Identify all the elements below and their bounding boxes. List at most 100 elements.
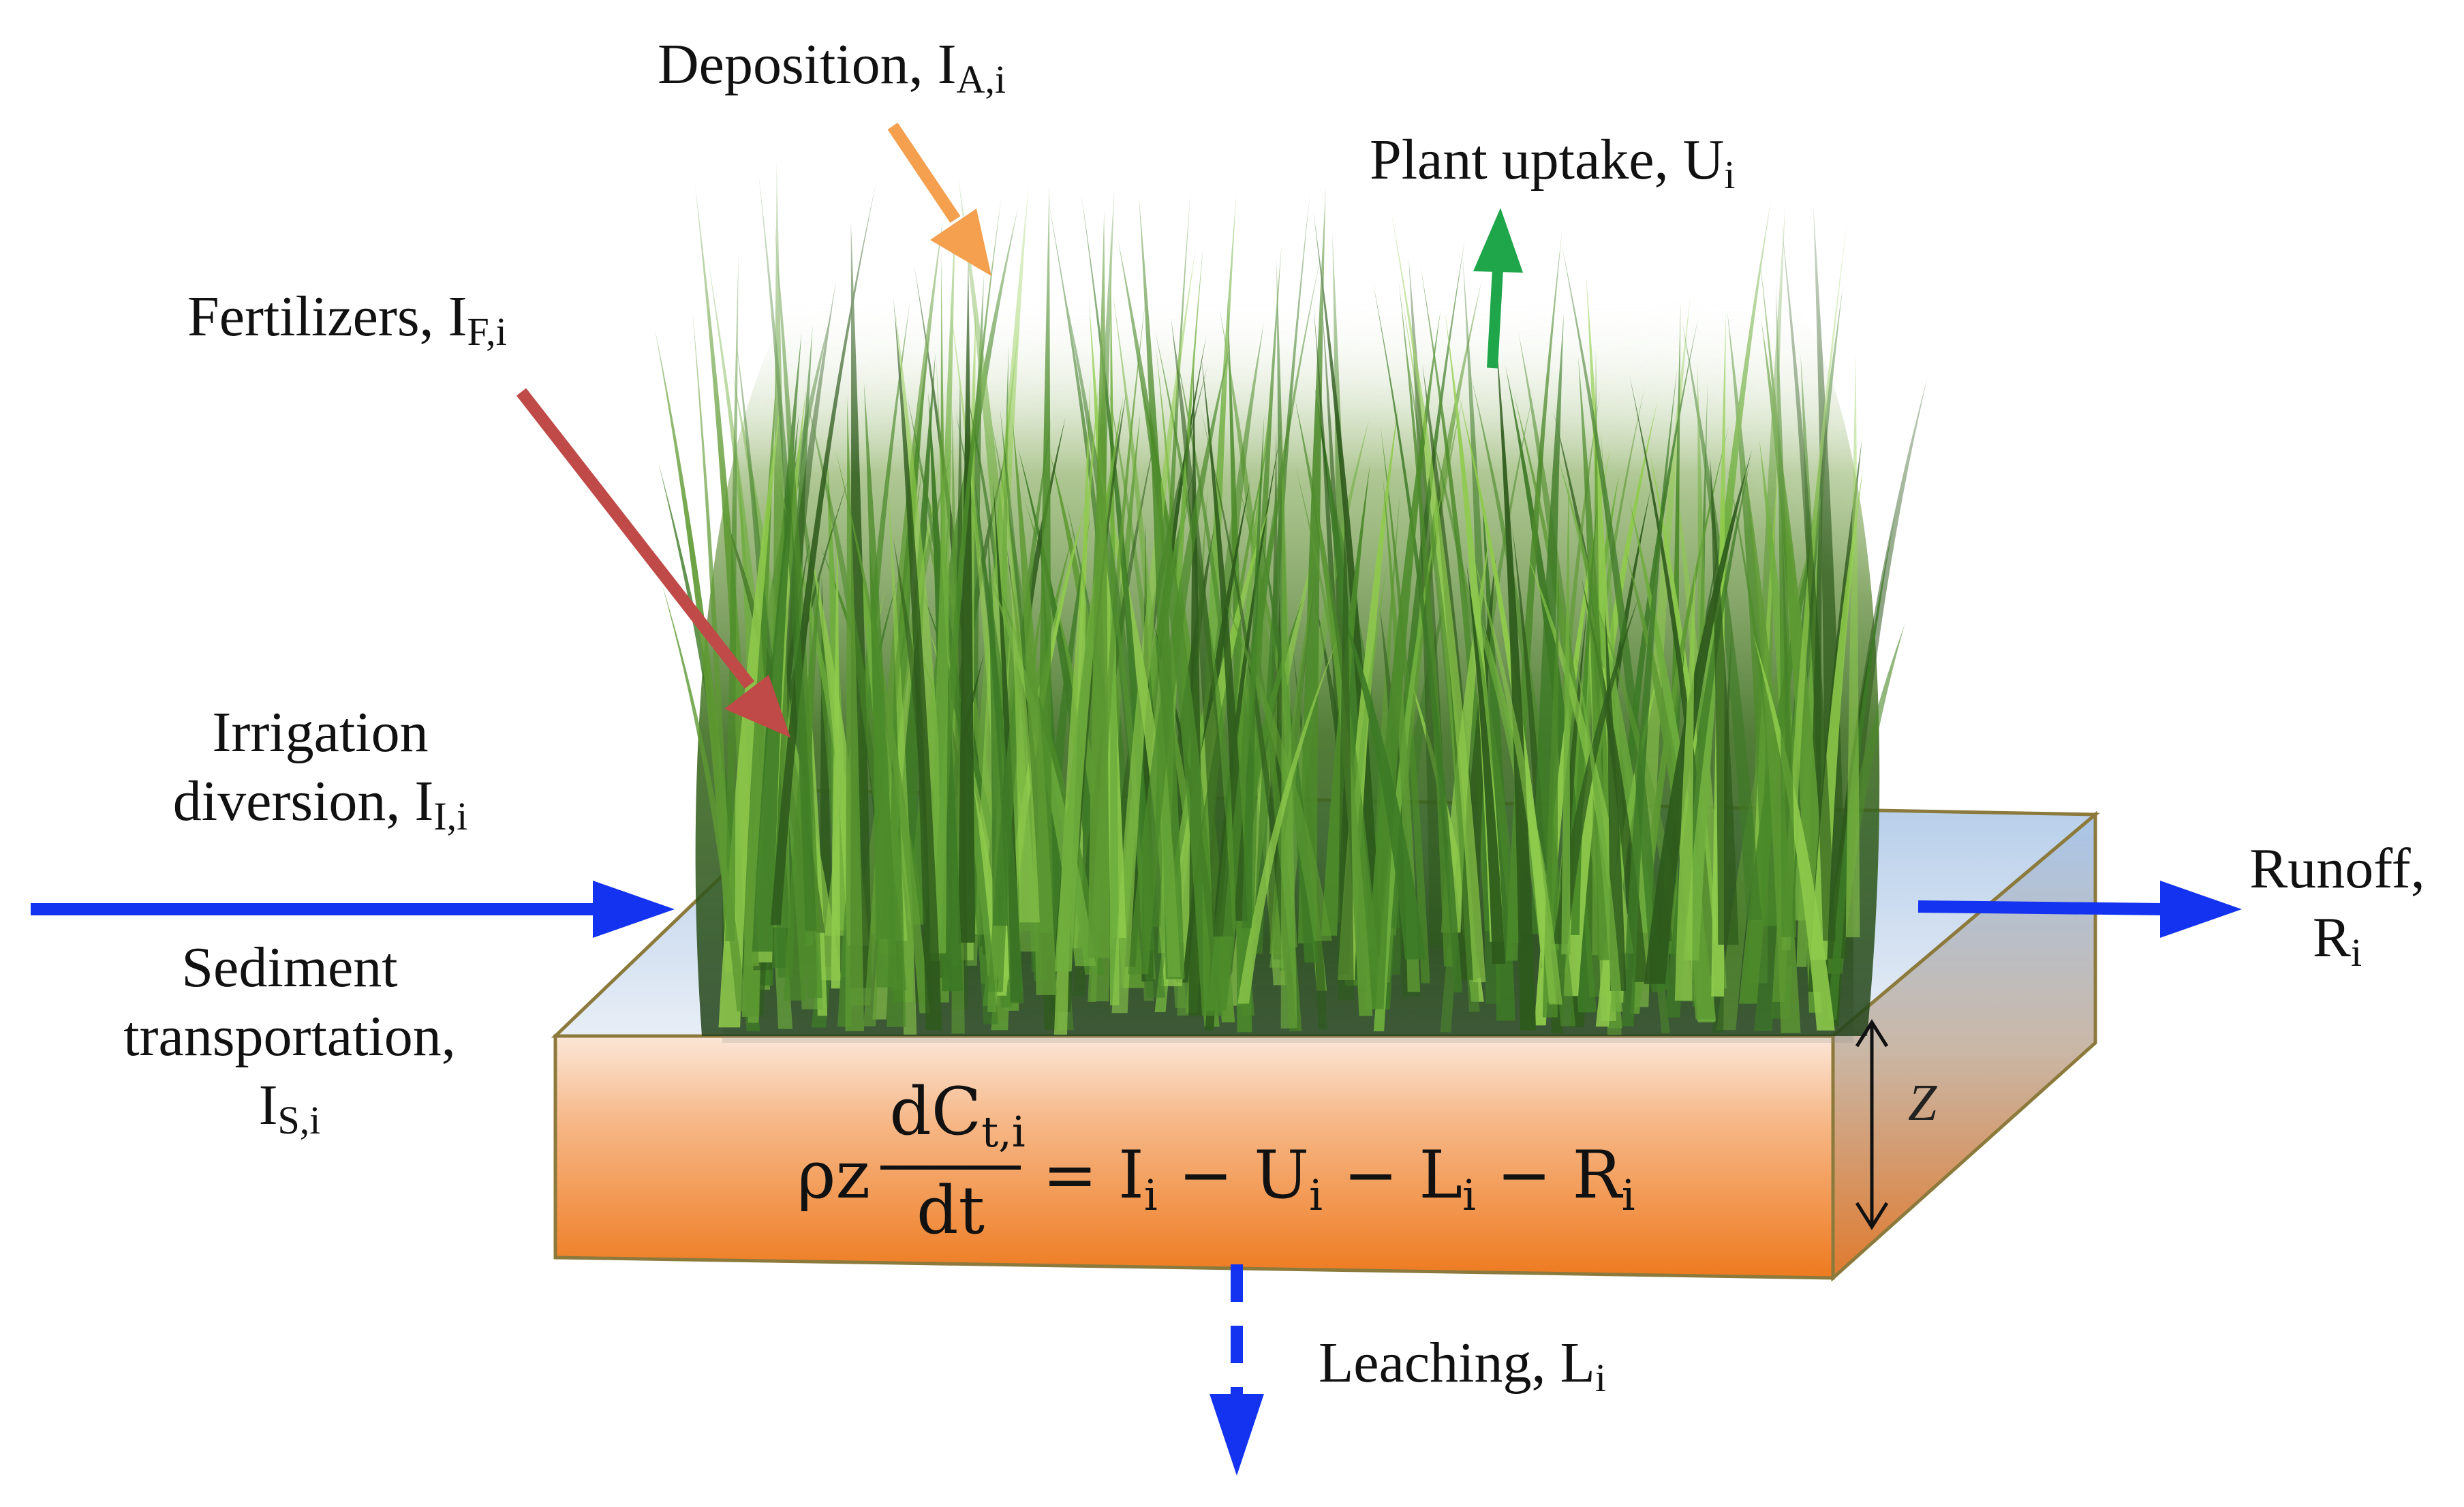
runoff-label-line1: Runoff, [2249, 837, 2425, 900]
grass-blade [1682, 199, 1772, 961]
grass-blade [1338, 598, 1426, 960]
depth-label: Z [1908, 1074, 1937, 1131]
grass-blade [1457, 388, 1556, 1003]
grass-blade [1776, 286, 1797, 937]
grass-blade [1063, 286, 1165, 998]
grass-blade [1644, 449, 1753, 984]
grass-blades [654, 162, 1928, 1035]
grass-blade [1674, 561, 1696, 1001]
grass-blade [1017, 446, 1107, 934]
grass-blade [1813, 206, 1848, 959]
grass-blade [1280, 423, 1297, 1029]
grass-blade [1295, 397, 1380, 976]
grass-blade [1727, 310, 1781, 926]
leaching-label: Leaching, Li [1319, 1331, 1606, 1400]
grass-blade [1373, 465, 1447, 1032]
grass-blade [1269, 418, 1370, 968]
fertilizers-label: Fertilizers, IF,i [187, 285, 507, 354]
grass-blade [1013, 422, 1057, 995]
fertilizer-arrow [516, 388, 790, 737]
grass-blade [957, 255, 975, 943]
grass-blade [907, 396, 998, 1024]
grass-blade [1088, 211, 1110, 958]
irrigation-inflow-arrow [31, 881, 675, 938]
irrigation-label: Irrigation diversion, II,i [109, 699, 532, 836]
grass-blade [1562, 401, 1658, 996]
equation-lhs: ρz [797, 1137, 871, 1213]
grass-blade [1007, 507, 1040, 923]
leaching-arrow [1210, 1264, 1264, 1476]
equation-denominator: dt [916, 1172, 985, 1249]
grass-blade [1201, 356, 1248, 921]
rhs-term-1: = Ii [1043, 1137, 1158, 1220]
grass-blade [1470, 549, 1562, 1005]
grass-blade [1716, 519, 1818, 1031]
sediment-label-line2: transportation, [123, 1004, 456, 1068]
grass-blade [736, 339, 793, 978]
grass-blade [1466, 563, 1506, 964]
grass-blade [973, 473, 1024, 1004]
grass-blade [1171, 318, 1233, 937]
rice-plants [654, 162, 1928, 1043]
grass-blade [661, 583, 747, 1012]
grass-blade [1781, 216, 1848, 951]
rhs-term-2: − Ui [1157, 1137, 1323, 1220]
grass-blade [930, 197, 1002, 961]
grass-blade [654, 328, 739, 944]
deposition-label: Deposition, IA,i [658, 33, 1006, 102]
grass-blade [725, 251, 739, 941]
runoff-label: Runoff, Ri [2221, 835, 2453, 973]
grass-blade [1710, 457, 1739, 945]
equation-rhs: = Ii − Ui − Li − Ri [1043, 1137, 1635, 1220]
sediment-label-line3: IS,i [258, 1073, 321, 1142]
irrigation-label-line1: Irrigation [212, 701, 429, 764]
grass-blade [1828, 511, 1896, 1020]
grass-blade [1364, 309, 1441, 1009]
grass-blade [752, 413, 799, 952]
grass-blade [1252, 192, 1310, 954]
sediment-label: Sediment transportation, IS,i [68, 934, 511, 1140]
grass-blade [1781, 224, 1836, 941]
grass-blade [1219, 256, 1321, 979]
grass-blade [1558, 459, 1656, 933]
plant-uptake-arrow [1473, 208, 1523, 369]
grass-blade [1128, 341, 1231, 975]
grass-blade [758, 170, 817, 931]
grass-blade [845, 396, 865, 1031]
grass-blade [1155, 330, 1255, 1016]
grass-blade [1845, 353, 1860, 938]
grass-blade [929, 209, 956, 954]
grass-blade [1160, 498, 1272, 986]
deposition-arrow [887, 122, 991, 276]
grass-blade [1112, 292, 1181, 977]
runoff-outflow-arrow [1918, 881, 2242, 938]
sediment-label-line1: Sediment [181, 936, 398, 999]
grass-blade [1761, 320, 1829, 949]
grass-blade [996, 485, 1092, 996]
grass-blade [1495, 331, 1537, 1031]
plant-uptake-label: Plant uptake, Ui [1370, 128, 1736, 197]
grass-blade [1054, 396, 1124, 972]
grass-blade [1391, 210, 1486, 983]
depth-arrow [1855, 1019, 1889, 1230]
grass-blade [1223, 598, 1333, 941]
grass-blade [1139, 196, 1185, 979]
grass-blade [1622, 367, 1678, 1026]
grass-blade [1111, 247, 1197, 1014]
grass-blade [1237, 637, 1338, 1004]
grass-blade [1118, 239, 1224, 1016]
irrigation-label-line2: diversion, II,i [172, 769, 468, 838]
grass-blade [1421, 396, 1522, 943]
grass-blade [770, 181, 877, 926]
rhs-term-3: − Li [1322, 1137, 1476, 1220]
rhs-term-4: − Ri [1476, 1137, 1635, 1220]
equation-numerator: dCt,i [889, 1074, 1026, 1157]
grass-blade [1402, 327, 1480, 1012]
grass-blade [1380, 426, 1430, 984]
grass-blade [1383, 477, 1421, 992]
grass-blade [863, 382, 897, 988]
grass-blade [1372, 280, 1463, 993]
fraction-bar [880, 1166, 1021, 1170]
